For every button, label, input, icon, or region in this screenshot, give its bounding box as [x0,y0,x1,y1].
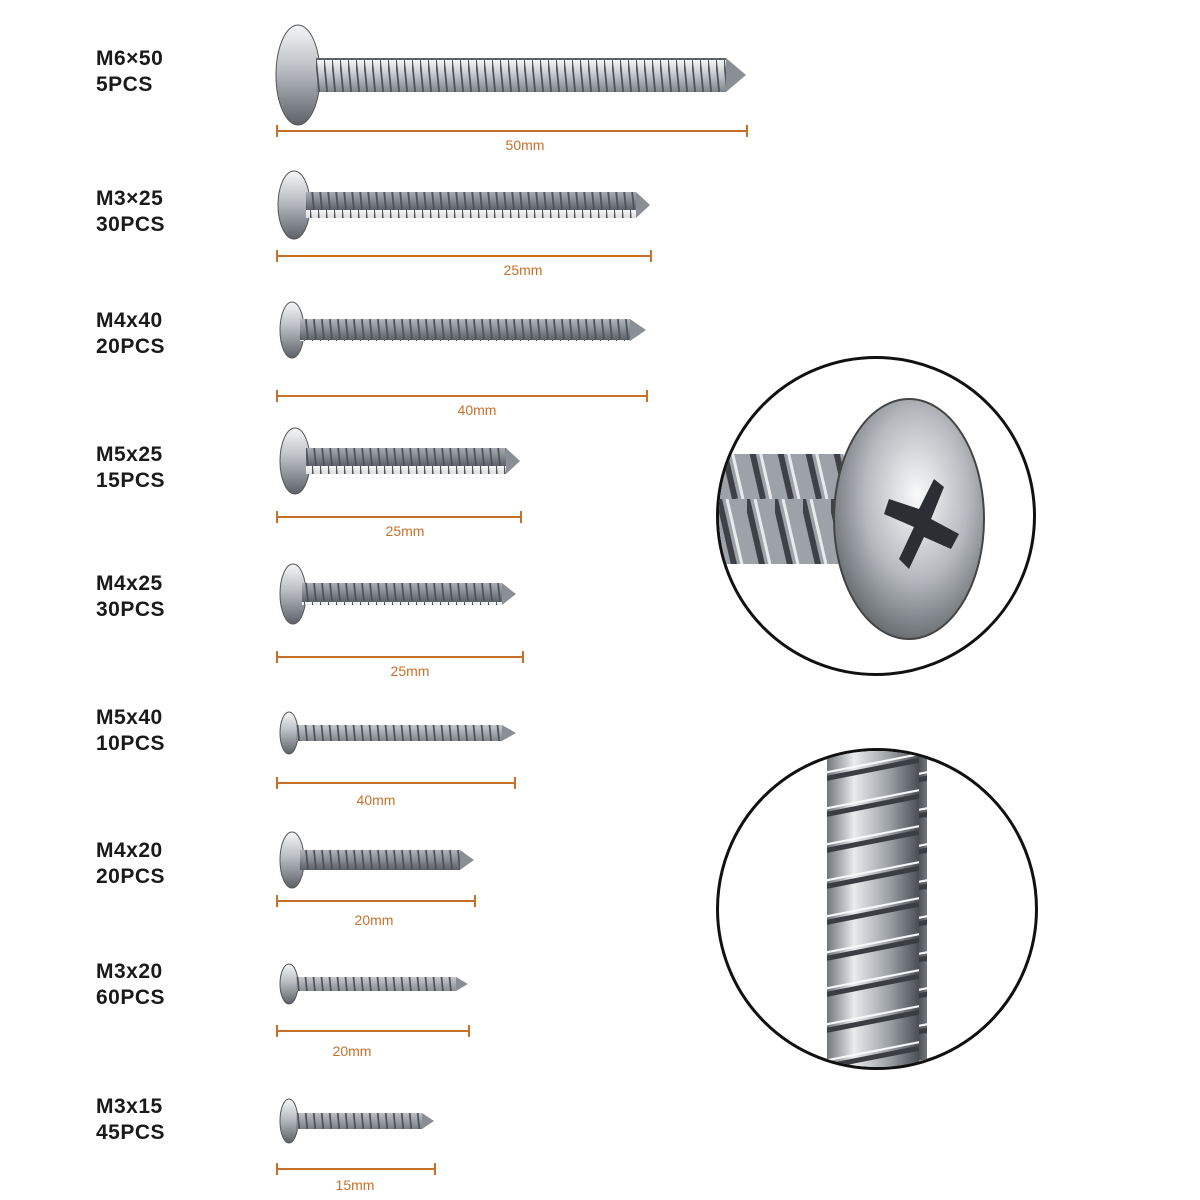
quantity-text: 30PCS [96,213,166,236]
dimension-label: 20mm [332,1043,372,1059]
size-text: M4x40 [96,309,163,332]
quantity-text: 60PCS [96,986,166,1009]
screw-label: M5x40 10PCS [96,705,165,757]
screw-label: M4x25 30PCS [96,571,165,623]
size-text: M6×50 [96,47,164,70]
dimension-label: 50mm [505,137,545,153]
dimension-line [276,651,524,663]
screw-image [277,170,650,240]
quantity-text: 5PCS [96,73,153,96]
quantity-text: 45PCS [96,1121,166,1144]
screw-label: M4x20 20PCS [96,838,165,890]
screw-thread-icon [827,751,927,1067]
screw-head-icon [719,398,985,640]
size-text: M3×25 [96,187,164,210]
quantity-text: 20PCS [96,865,166,888]
screw-image [279,427,520,495]
quantity-text: 10PCS [96,732,166,755]
size-text: M4x25 [96,572,163,595]
quantity-text: 30PCS [96,598,166,621]
head-closeup-image [716,356,1036,676]
dimension-label: 20mm [354,912,394,928]
dimension-line [276,250,652,262]
quantity-text: 15PCS [96,469,166,492]
screw-label: M3x20 60PCS [96,959,165,1011]
quantity-text: 20PCS [96,335,166,358]
dimension-label: 25mm [503,262,543,278]
dimension-label: 25mm [390,663,430,679]
dimension-label: 15mm [335,1177,375,1193]
thread-closeup-image [716,748,1038,1070]
dimension-label: 25mm [385,523,425,539]
dimension-label: 40mm [356,792,396,808]
size-text: M5x25 [96,443,163,466]
size-text: M4x20 [96,839,163,862]
screw-label: M4x40 20PCS [96,308,165,360]
screw-image [279,963,468,1005]
screw-image [279,301,646,359]
dimension-line [276,511,522,523]
size-text: M3x15 [96,1095,163,1118]
dimension-line [276,125,748,137]
screw-image [279,563,516,625]
dimension-line [276,390,648,402]
dimension-line [276,1163,436,1175]
screw-image [279,711,516,755]
size-text: M5x40 [96,706,163,729]
dimension-line [276,895,476,907]
screw-image [279,831,474,889]
screw-label: M6×50 5PCS [96,46,163,98]
screw-label: M3x15 45PCS [96,1094,165,1146]
size-text: M3x20 [96,960,163,983]
screw-image [275,24,746,126]
screw-image [279,1098,434,1144]
dimension-line [276,777,516,789]
dimension-line [276,1025,470,1037]
screw-label: M3×25 30PCS [96,186,165,238]
dimension-label: 40mm [457,402,497,418]
screw-label: M5x25 15PCS [96,442,165,494]
